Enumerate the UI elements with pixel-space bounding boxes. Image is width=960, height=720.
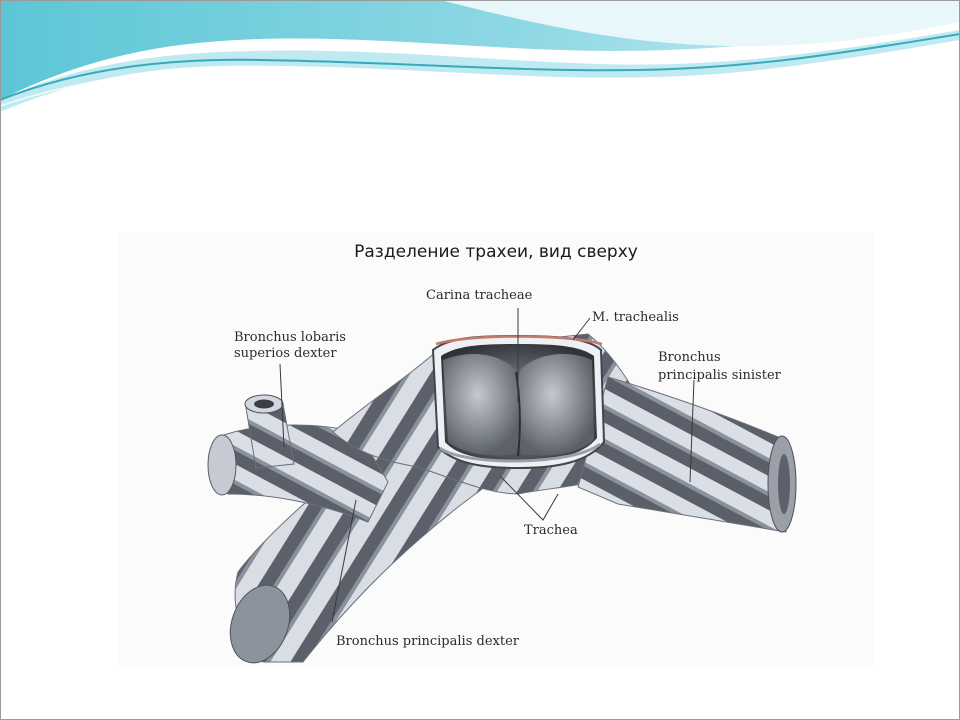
- figure-panel: Разделение трахеи, вид сверху Carina tra…: [118, 232, 874, 668]
- bronchus-lobaris-shape: [207, 394, 389, 523]
- label-bronchus-lobaris-line2: superios dexter: [234, 346, 337, 361]
- figure-title: Разделение трахеи, вид сверху: [354, 242, 638, 262]
- bronchus-principalis-sinister-shape: [577, 376, 797, 533]
- leader-dexter: [331, 499, 357, 623]
- label-bronchus-lobaris-line1: Bronchus lobaris: [234, 330, 346, 345]
- label-bronchus-sinister-line1: Bronchus: [658, 350, 721, 365]
- slide-banner-wave: [0, 0, 960, 112]
- label-bronchus-sinister-line2: principalis sinister: [658, 368, 781, 383]
- leader-trachealis: [572, 317, 591, 341]
- trachea-illustration: [207, 308, 797, 664]
- label-bronchus-principalis-dexter: Bronchus principalis dexter: [336, 634, 519, 649]
- leader-lines: [279, 308, 695, 623]
- leader-trachea: [499, 475, 559, 521]
- leader-sinister: [689, 379, 695, 483]
- label-trachea: Trachea: [524, 523, 578, 538]
- leader-lobaris: [279, 363, 285, 448]
- label-m-trachealis: M. trachealis: [592, 310, 679, 325]
- label-carina-tracheae: Carina tracheae: [426, 288, 533, 303]
